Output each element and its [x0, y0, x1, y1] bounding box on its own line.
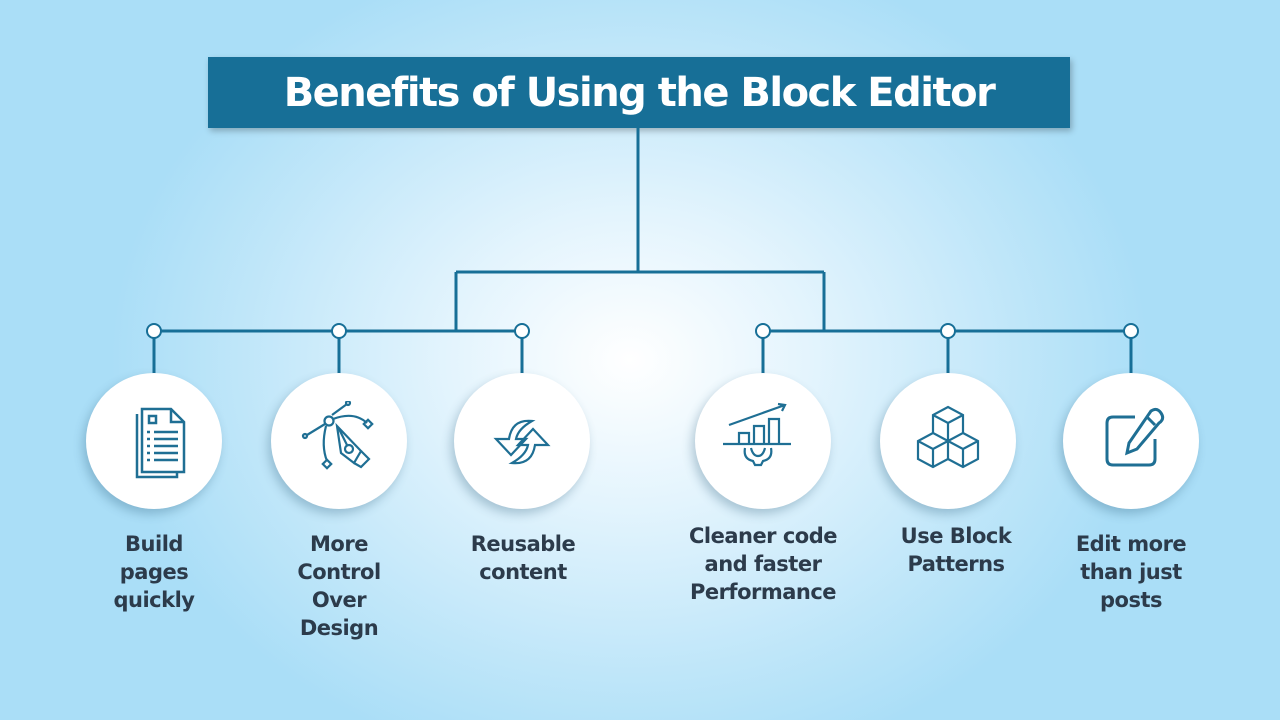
label-line: Reusable: [470, 532, 576, 556]
benefit-circle-control: [271, 373, 407, 509]
label-line: Over: [311, 588, 367, 612]
benefit-circle-edit: [1063, 373, 1199, 509]
benefit-label-build-pages: Build pages quickly: [64, 530, 244, 614]
benefit-circle-patterns: [880, 373, 1016, 509]
benefit-circle-performance: [695, 373, 831, 509]
diagram-title: Benefits of Using the Block Editor: [208, 57, 1070, 128]
label-line: quickly: [113, 588, 195, 612]
label-line: posts: [1100, 588, 1163, 612]
refresh-icon: [493, 419, 551, 465]
label-line: Use Block: [900, 524, 1012, 548]
node-dot: [1123, 323, 1139, 339]
benefit-label-patterns: Use Block Patterns: [866, 522, 1046, 578]
node-dot: [146, 323, 162, 339]
blocks-icon: [916, 405, 980, 469]
benefit-label-performance: Cleaner code and faster Performance: [673, 522, 853, 606]
label-line: More: [310, 532, 368, 556]
label-line: pages: [119, 560, 189, 584]
label-line: Patterns: [907, 552, 1005, 576]
label-line: content: [479, 560, 567, 584]
benefit-circle-reusable: [454, 373, 590, 509]
label-line: Design: [299, 616, 379, 640]
label-line: and faster: [704, 552, 822, 576]
node-dot: [940, 323, 956, 339]
pen-tool-icon: [301, 401, 374, 470]
chart-gear-icon: [723, 402, 791, 467]
label-line: than just: [1080, 560, 1182, 584]
node-dot: [514, 323, 530, 339]
label-line: Performance: [689, 580, 837, 604]
document-icon: [135, 407, 186, 479]
label-line: Edit more: [1075, 532, 1187, 556]
label-line: Cleaner code: [688, 524, 838, 548]
node-dot: [331, 323, 347, 339]
node-dot: [755, 323, 771, 339]
edit-icon: [1105, 407, 1165, 467]
benefit-circle-build-pages: [86, 373, 222, 509]
benefit-label-edit: Edit more than just posts: [1041, 530, 1221, 614]
benefit-label-control: More Control Over Design: [249, 530, 429, 642]
label-line: Build: [125, 532, 183, 556]
label-line: Control: [297, 560, 381, 584]
benefit-label-reusable: Reusable content: [433, 530, 613, 586]
